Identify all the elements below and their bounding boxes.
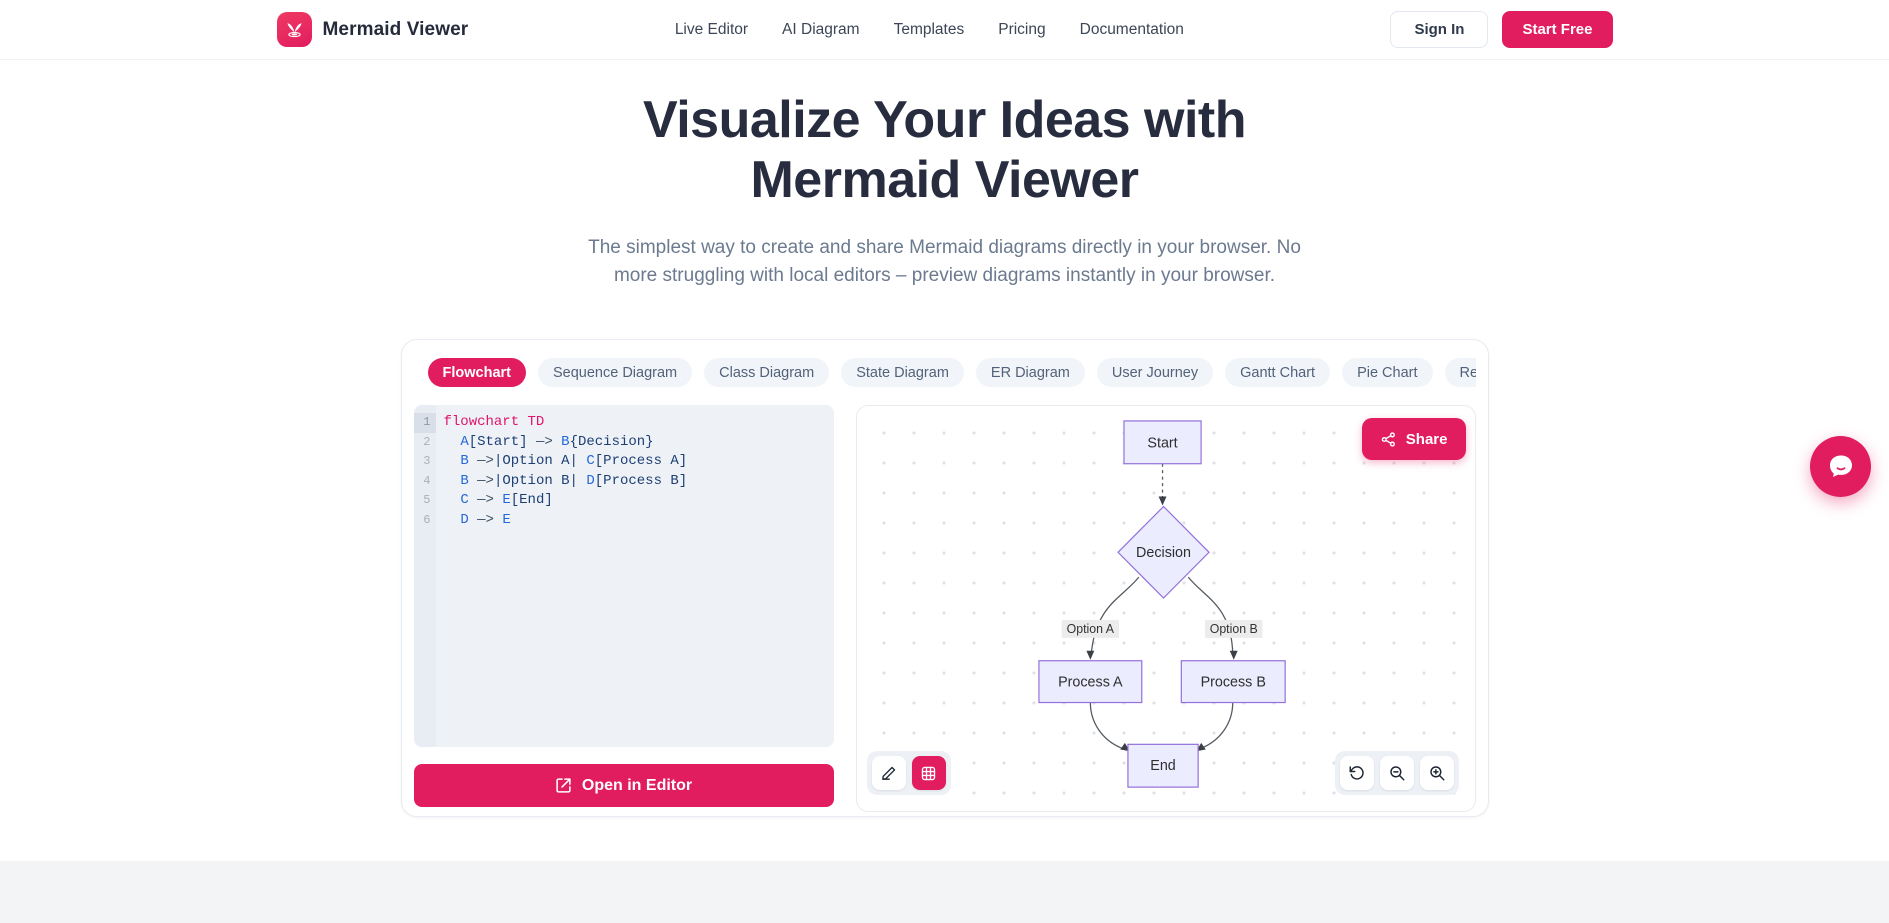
tab-flowchart[interactable]: Flowchart	[427, 358, 526, 387]
node-process-a	[1037, 660, 1142, 704]
tab-class-diagram[interactable]: Class Diagram	[704, 358, 830, 387]
zoom-out-icon	[1388, 764, 1406, 782]
start-free-button[interactable]: Start Free	[1502, 11, 1613, 48]
sign-in-button[interactable]: Sign In	[1390, 11, 1489, 48]
edit-pencil-icon	[880, 765, 897, 782]
tab-gantt-chart[interactable]: Gantt Chart	[1225, 358, 1331, 387]
chat-widget-button[interactable]	[1810, 436, 1871, 497]
nav-link-documentation[interactable]: Documentation	[1079, 20, 1184, 38]
edge-label-option-a: Option A	[1066, 622, 1114, 636]
chat-bubble-icon	[1824, 450, 1858, 484]
zoom-in-icon	[1428, 764, 1446, 782]
code-line: 3 B —>|Option A| C[Process A]	[414, 452, 834, 472]
nav-link-templates[interactable]: Templates	[893, 20, 965, 38]
diagram-preview-panel[interactable]: Option A Option B Start Decision Process…	[855, 405, 1476, 812]
tab-state-diagram[interactable]: State Diagram	[841, 358, 964, 387]
line-number: 2	[423, 434, 431, 449]
code-line: 2 A[Start] —> B{Decision}	[414, 433, 834, 453]
code-line: 5 C —> E[End]	[414, 491, 834, 511]
node-process-a-label: Process A	[1058, 675, 1123, 691]
logo[interactable]: Mermaid Viewer	[276, 12, 469, 47]
node-decision-label: Decision	[1136, 545, 1191, 561]
node-end	[1126, 743, 1199, 788]
footer-band	[0, 861, 1889, 923]
brand-name: Mermaid Viewer	[322, 18, 469, 40]
line-number: 1	[413, 413, 436, 433]
tab-user-journey[interactable]: User Journey	[1096, 358, 1214, 387]
hero-subtitle: The simplest way to create and share Mer…	[588, 237, 1301, 286]
tab-sequence-diagram[interactable]: Sequence Diagram	[537, 358, 693, 387]
editor-mode-toolbar	[866, 751, 951, 795]
node-start-label: Start	[1147, 435, 1177, 451]
share-icon	[1380, 431, 1397, 448]
header: Mermaid Viewer Live Editor AI Diagram Temp…	[0, 0, 1889, 60]
zoom-in-button[interactable]	[1419, 756, 1454, 790]
grid-icon	[920, 765, 937, 782]
code-line: 6 D —> E	[414, 511, 834, 531]
zoom-out-button[interactable]	[1379, 756, 1414, 790]
node-process-b-label: Process B	[1200, 675, 1265, 691]
node-decision	[1116, 505, 1210, 599]
reset-view-icon	[1348, 764, 1366, 782]
node-end-label: End	[1150, 758, 1176, 774]
flowchart-diagram: Option A Option B Start Decision Process…	[1037, 420, 1286, 788]
reset-view-button[interactable]	[1339, 756, 1374, 790]
nav-link-live-editor[interactable]: Live Editor	[674, 20, 749, 38]
share-button[interactable]: Share	[1361, 418, 1466, 460]
external-link-icon	[555, 777, 572, 794]
edit-pencil-button[interactable]	[871, 756, 906, 790]
open-in-editor-button[interactable]: Open in Editor	[413, 764, 834, 807]
mermaid-tail-icon	[276, 12, 312, 47]
line-number: 4	[423, 473, 431, 488]
code-line: 4 B —>|Option B| D[Process B]	[414, 472, 834, 492]
tab-pie-chart[interactable]: Pie Chart	[1342, 358, 1433, 387]
main-nav: Live Editor AI Diagram Templates Pricing Doc…	[675, 21, 1184, 39]
node-start	[1122, 420, 1202, 465]
diagram-type-tabs: Flowchart Sequence Diagram Class Diagram St…	[427, 358, 1476, 387]
nav-link-ai-diagram[interactable]: AI Diagram	[782, 20, 860, 38]
tab-er-diagram[interactable]: ER Diagram	[975, 358, 1085, 387]
line-number: 6	[423, 512, 431, 527]
tab-requirement-diagram[interactable]: Requirement Diagram	[1444, 358, 1476, 387]
edge-label-option-b: Option B	[1209, 622, 1257, 636]
node-process-b	[1180, 660, 1286, 704]
line-number: 5	[423, 493, 431, 507]
line-number: 3	[423, 454, 431, 468]
grid-view-button[interactable]	[911, 756, 946, 790]
nav-link-pricing[interactable]: Pricing	[998, 20, 1046, 38]
zoom-toolbar	[1334, 751, 1459, 795]
